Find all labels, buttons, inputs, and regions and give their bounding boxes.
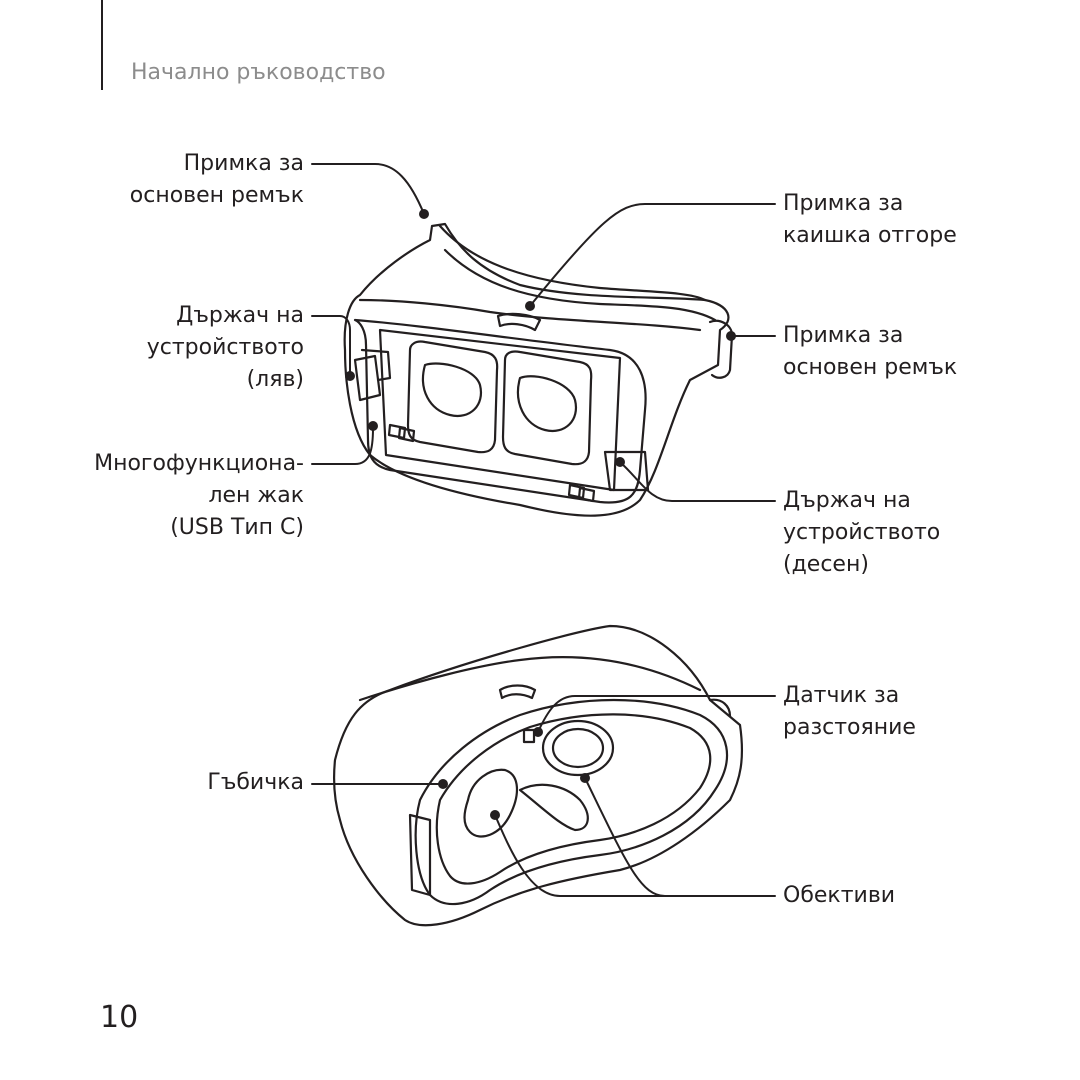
label-device-holder-right: Държач на устройството (десен) (783, 488, 941, 577)
header-rule (101, 0, 103, 90)
label-device-holder-left: Държач на устройството (ляв) (146, 303, 304, 392)
label-cushion: Гъбичка (207, 770, 304, 795)
label-main-strap-loop-right: Примка за основен ремък (783, 323, 958, 380)
headset-front-illustration (343, 222, 734, 517)
section-title: Начално ръководство (131, 60, 386, 85)
label-top-strap-loop: Примка за каишка отгоре (783, 191, 957, 248)
headset-rear-illustration (332, 624, 744, 927)
label-lenses: Обективи (783, 883, 896, 908)
leader-lines (311, 163, 776, 897)
label-usb-port: Многофункциона- лен жак (USB Тип C) (94, 451, 304, 540)
label-main-strap-loop-left: Примка за основен ремък (129, 151, 304, 208)
page-number: 10 (100, 1000, 139, 1035)
leader-dots (345, 209, 736, 820)
label-distance-sensor: Датчик за разстояние (783, 683, 916, 740)
